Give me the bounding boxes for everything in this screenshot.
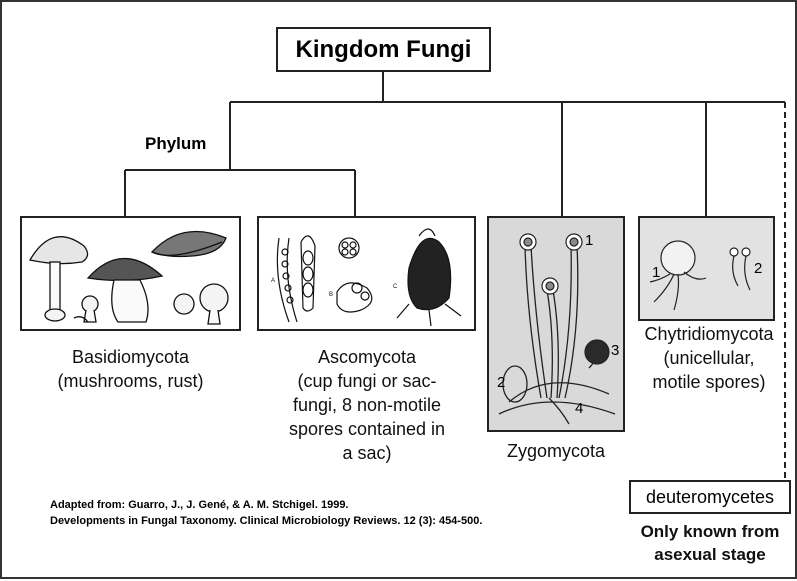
basidiomycota-illustration: [20, 216, 241, 331]
kingdom-title: Kingdom Fungi: [296, 36, 472, 64]
svg-text:A: A: [271, 278, 275, 284]
kingdom-title-box: Kingdom Fungi: [276, 27, 491, 72]
phylum-label: Phylum: [145, 134, 206, 154]
zygo-label-3: 3: [611, 342, 619, 359]
ascomycota-illustration: A B C: [257, 216, 476, 331]
zygomycota-label: Zygomycota: [487, 439, 625, 463]
zygomycota-illustration: 1 3 2 4: [487, 216, 625, 432]
ascomycota-label: Ascomycota (cup fungi or sac- fungi, 8 n…: [270, 345, 464, 465]
chytridiomycota-label: Chytridiomycota (unicellular, motile spo…: [626, 322, 792, 394]
svg-text:B: B: [329, 292, 333, 298]
zygo-label-2: 2: [497, 374, 505, 391]
basidiomycota-label: Basidiomycota (mushrooms, rust): [20, 345, 241, 393]
chytrid-label-1: 1: [652, 264, 660, 281]
zygo-label-1: 1: [585, 232, 593, 249]
citation-line-2: Developments in Fungal Taxonomy. Clinica…: [50, 515, 482, 527]
mushroom-drawing: [22, 218, 239, 329]
svg-text:C: C: [393, 284, 398, 290]
deuteromycetes-box: deuteromycetes: [629, 480, 791, 514]
chytridiomycota-illustration: 1 2: [638, 216, 775, 321]
zygomycete-drawing: [489, 218, 623, 430]
citation-line-1: Adapted from: Guarro, J., J. Gené, & A. …: [50, 499, 349, 511]
deuteromycetes-name: deuteromycetes: [646, 487, 774, 508]
deuteromycetes-note: Only known from asexual stage: [629, 520, 791, 566]
ascus-drawing: A B C: [259, 218, 474, 329]
zygo-label-4: 4: [575, 400, 583, 417]
chytrid-label-2: 2: [754, 260, 762, 277]
